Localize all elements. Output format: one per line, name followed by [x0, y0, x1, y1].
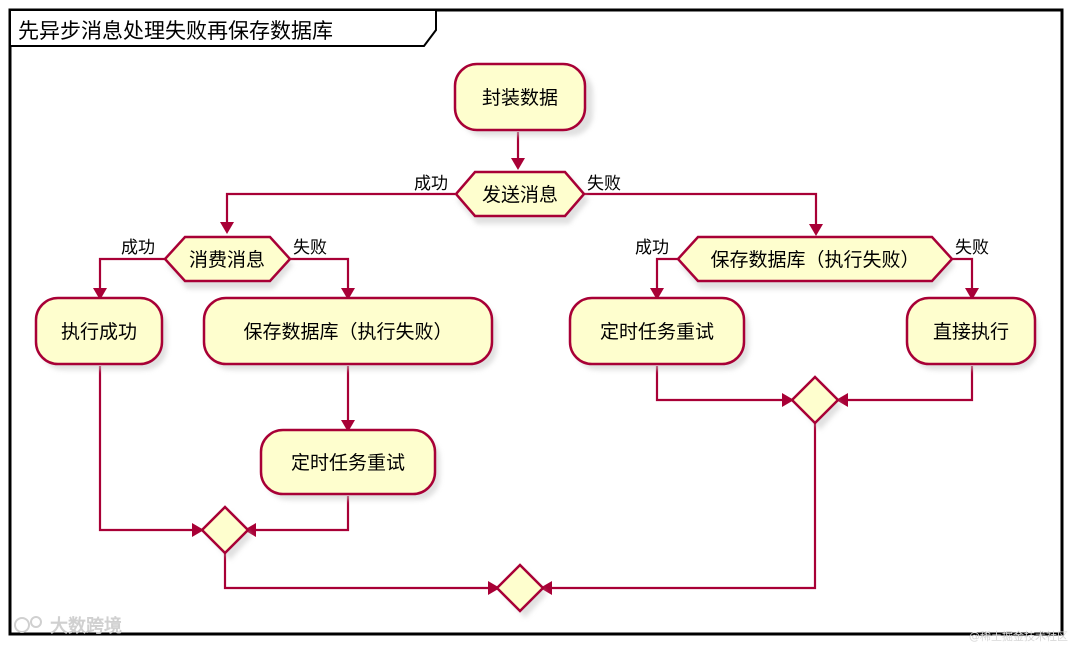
- edge-send-fail: [582, 192, 818, 232]
- node-retry-right: [568, 296, 746, 366]
- node-save-db-left: [202, 296, 494, 366]
- node-execute-success-label: 执行成功: [61, 321, 137, 343]
- edge-send-success: [225, 192, 455, 230]
- branch-send-fail: 失败: [587, 174, 621, 194]
- watermark-logo-icon: [14, 617, 30, 633]
- edge-mergeleft-final: [223, 553, 494, 590]
- node-execute-directly: [905, 296, 1037, 366]
- decision-save-db-right-label: 保存数据库（执行失败）: [710, 249, 919, 271]
- node-retry-right-label: 定时任务重试: [600, 321, 714, 343]
- decision-consume-message-label: 消费消息: [189, 249, 265, 271]
- decision-send-message-label: 发送消息: [482, 184, 558, 206]
- branch-send-success: 成功: [414, 174, 448, 194]
- merge-final: [495, 563, 545, 613]
- watermark-left: 大数跨境: [14, 615, 122, 637]
- edge-success-merge-left: [98, 366, 198, 532]
- merge-left: [200, 505, 250, 555]
- decision-consume-message: [163, 235, 292, 283]
- edge-direct-merge-right: [842, 366, 974, 402]
- branch-consume-success: 成功: [121, 238, 155, 258]
- merge-right: [790, 375, 840, 425]
- decision-send-message: [454, 170, 586, 218]
- node-encapsulate: [453, 62, 587, 132]
- edges: [93, 132, 979, 595]
- node-retry-left: [259, 428, 437, 496]
- diagram-title: 先异步消息处理失败再保存数据库: [18, 19, 333, 43]
- edge-mergeright-final: [546, 423, 817, 590]
- title-tab: [9, 9, 437, 47]
- node-save-db-left-label: 保存数据库（执行失败）: [243, 321, 452, 343]
- branch-consume-fail: 失败: [293, 238, 327, 258]
- decision-save-db-right: [676, 235, 954, 283]
- node-retry-left-label: 定时任务重试: [291, 452, 405, 474]
- watermark-left-text: 大数跨境: [50, 615, 122, 637]
- node-execute-success: [34, 296, 164, 366]
- node-execute-directly-label: 直接执行: [933, 321, 1009, 343]
- edge-save-success: [655, 257, 678, 296]
- edge-consume-fail: [290, 257, 350, 296]
- branch-save-success: 成功: [635, 238, 669, 258]
- edge-retry-merge-right: [655, 366, 788, 402]
- watermark-right: @稀土掘金技术社区: [969, 629, 1068, 643]
- edge-consume-success: [98, 257, 165, 296]
- edge-save-fail: [952, 257, 974, 296]
- edge-retry-merge-left: [250, 496, 350, 532]
- branch-save-fail: 失败: [955, 238, 989, 258]
- node-encapsulate-label: 封装数据: [482, 87, 558, 109]
